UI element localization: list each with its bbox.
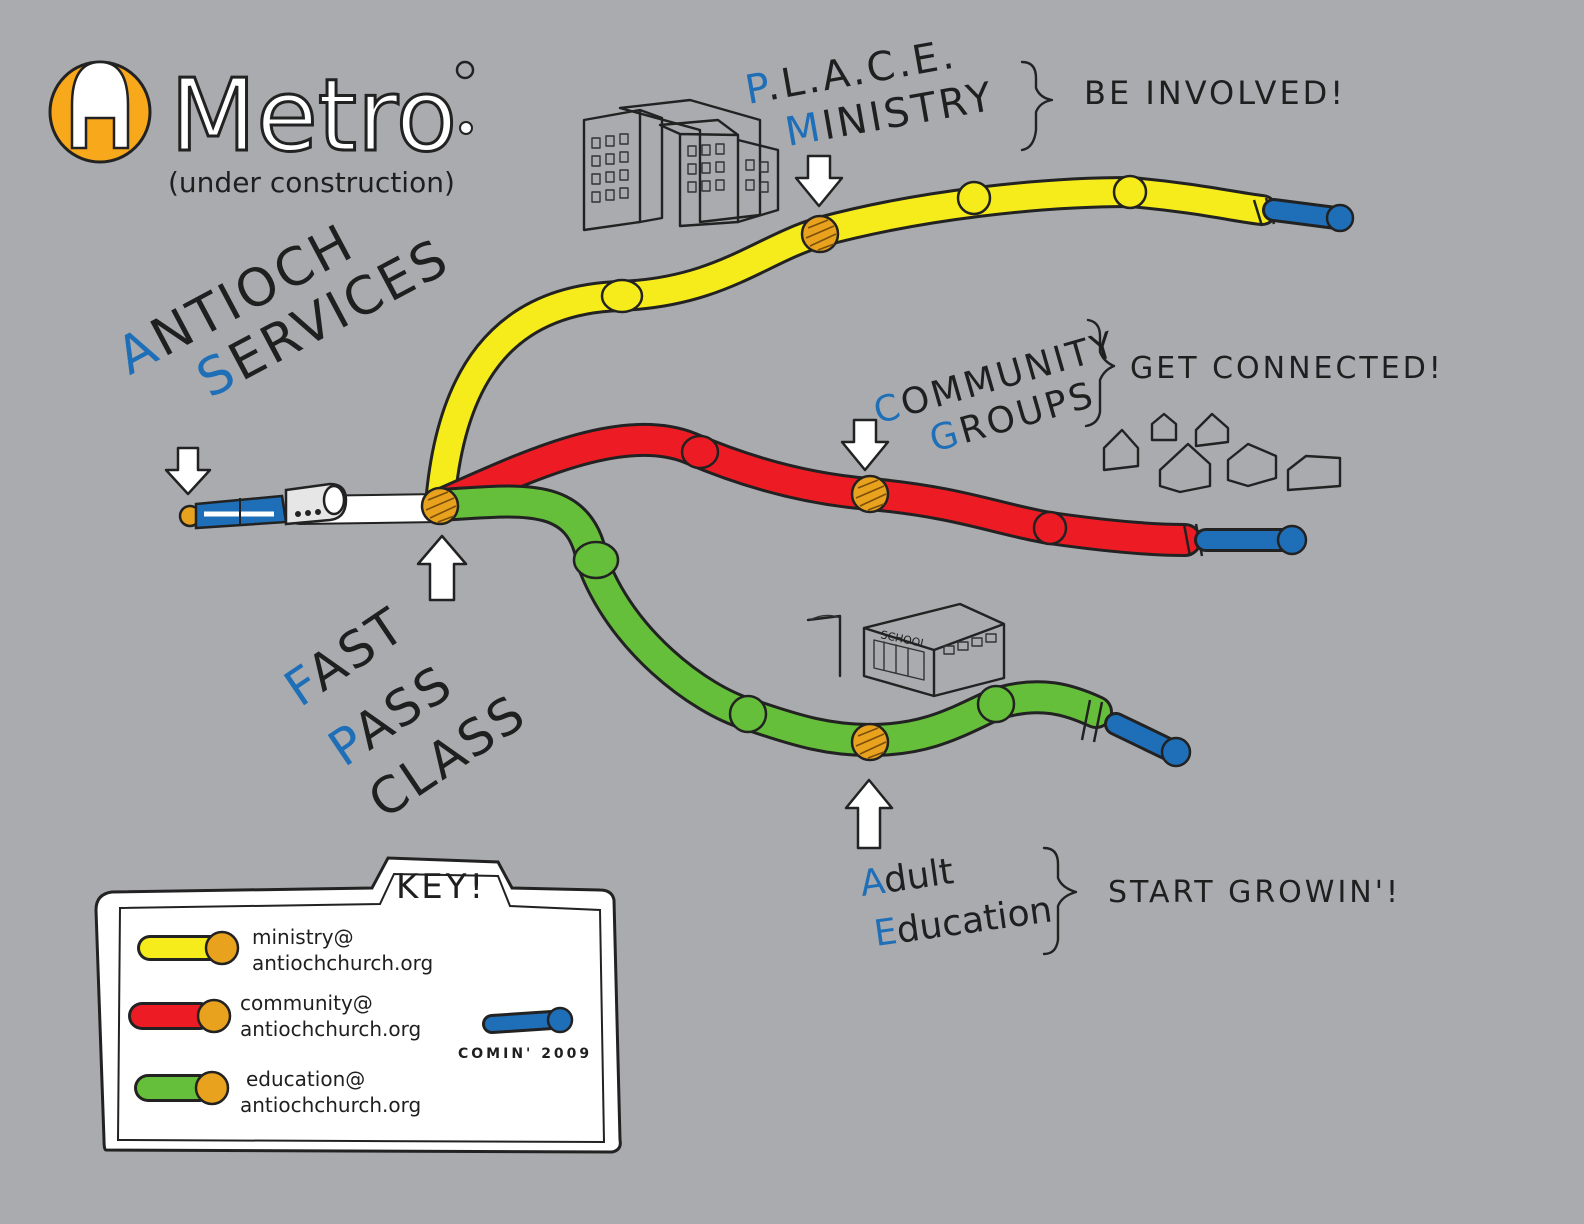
extension-red bbox=[1182, 523, 1308, 557]
station-fastpass bbox=[420, 486, 460, 526]
arrow-down-antioch-icon bbox=[164, 446, 212, 496]
key-education-line2: antiochchurch.org bbox=[240, 1093, 421, 1117]
extension-green bbox=[1080, 699, 1192, 768]
svg-text:Adult: Adult bbox=[858, 851, 957, 905]
key-item-coming: COMIN' 2009 bbox=[458, 1006, 592, 1062]
key-title: KEY! bbox=[396, 867, 486, 907]
logo-dot-icon bbox=[459, 121, 473, 135]
key-item-ministry: ministry@ antiochchurch.org bbox=[137, 925, 433, 975]
logo-name: Metro bbox=[170, 57, 457, 174]
station-community bbox=[850, 474, 890, 514]
logo-degree-icon bbox=[455, 60, 475, 80]
key-ministry-line1: ministry@ bbox=[252, 925, 354, 949]
arrow-up-education-icon bbox=[844, 778, 894, 850]
key-community-line1: community@ bbox=[240, 991, 373, 1015]
logo: Metro (under construction) bbox=[48, 56, 475, 199]
key-legend: KEY! ministry@ antiochchurch.org communi… bbox=[94, 856, 622, 1154]
education-word: ducation bbox=[894, 889, 1055, 951]
label-adult-education: Adult Education START GROWIN'! bbox=[858, 851, 1401, 955]
key-ministry-line2: antiochchurch.org bbox=[252, 951, 433, 975]
regular-stops bbox=[572, 174, 1148, 734]
label-fast-pass-class: FAST PASS CLASS bbox=[274, 596, 537, 830]
adult-word: dult bbox=[881, 851, 956, 901]
label-antioch-services: ANTIOCH SERVICES bbox=[107, 213, 459, 411]
braces bbox=[1020, 60, 1116, 956]
key-education-line1: education@ bbox=[246, 1067, 365, 1091]
school-illustration: SCHOOL bbox=[806, 602, 1006, 698]
station-hatching bbox=[425, 219, 887, 759]
train-icon bbox=[194, 482, 348, 530]
arrow-down-place-icon bbox=[794, 154, 844, 208]
community-tagline: GET CONNECTED! bbox=[1130, 351, 1444, 386]
arrow-up-fastpass-icon bbox=[416, 534, 468, 602]
arrow-down-community-icon bbox=[840, 418, 890, 472]
houses-illustration bbox=[1102, 412, 1342, 494]
key-coming-label: COMIN' 2009 bbox=[458, 1046, 592, 1062]
buildings-illustration bbox=[582, 98, 780, 232]
logo-subtitle: (under construction) bbox=[168, 166, 455, 199]
ministry-initial: M bbox=[782, 104, 827, 156]
key-item-community: community@ antiochchurch.org bbox=[128, 991, 421, 1041]
extension-yellow bbox=[1252, 197, 1355, 233]
station-place bbox=[800, 214, 840, 254]
education-tagline: START GROWIN'! bbox=[1108, 875, 1401, 910]
logo-arch-icon bbox=[70, 60, 130, 150]
label-place-ministry: P.L.A.C.E. MINISTRY BE INVOLVED! bbox=[742, 31, 1346, 156]
key-community-line2: antiochchurch.org bbox=[240, 1017, 421, 1041]
station-education bbox=[850, 722, 890, 762]
place-tagline: BE INVOLVED! bbox=[1084, 74, 1346, 112]
education-initial: E bbox=[872, 911, 900, 955]
key-item-education: education@ antiochchurch.org bbox=[134, 1067, 421, 1117]
arrows bbox=[164, 154, 894, 850]
